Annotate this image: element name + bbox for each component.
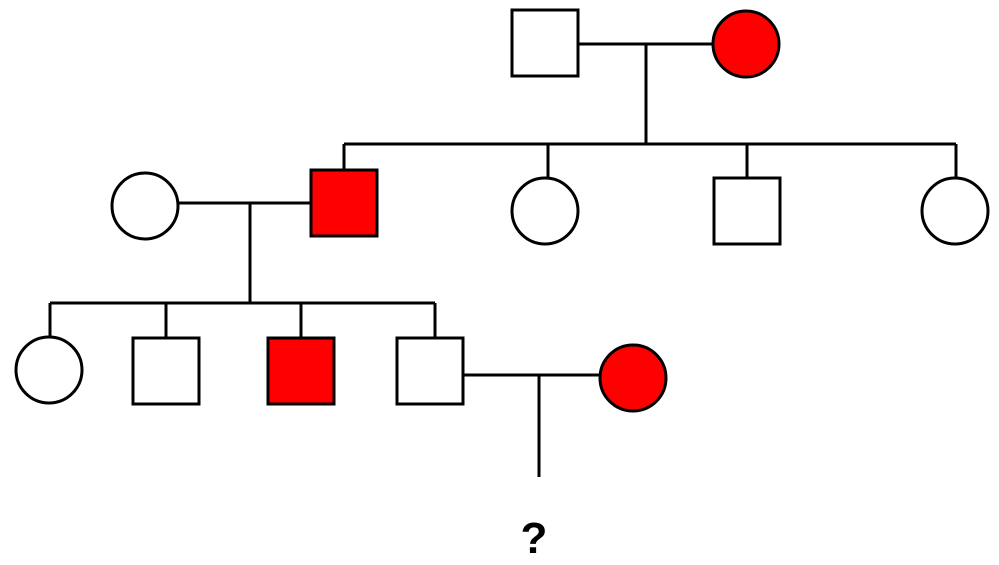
individual-III-2: [131, 336, 201, 406]
unknown-offspring-label: ?: [521, 514, 548, 563]
individual-II-2: [510, 176, 580, 246]
individual-I-1: [510, 8, 580, 78]
individual-III-4: [395, 336, 465, 406]
individual-III-spouse: [598, 343, 668, 413]
individual-II-4: [920, 176, 990, 246]
individual-II-3: [712, 176, 782, 246]
individual-III-3: [266, 336, 336, 406]
individual-II-spouse: [110, 171, 180, 241]
individual-I-2: [711, 9, 781, 79]
individual-III-1: [14, 335, 84, 405]
individual-II-1: [309, 168, 379, 238]
